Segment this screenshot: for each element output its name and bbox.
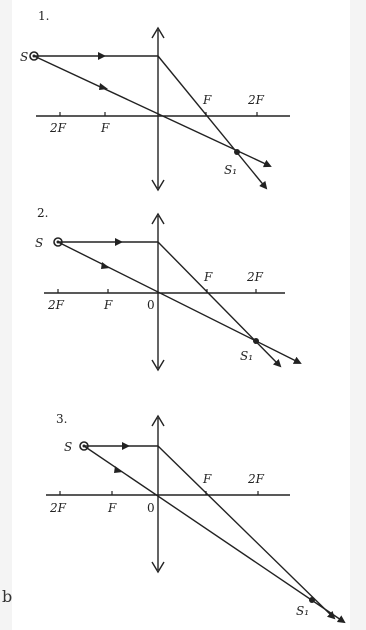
source-label: S [64, 440, 72, 454]
image-label: S₁ [240, 349, 253, 363]
source-label: S [35, 236, 43, 250]
label-right-f: F [202, 472, 212, 486]
central-ray [33, 55, 272, 168]
image-point [309, 597, 315, 603]
source-point-center [32, 54, 36, 58]
image-point [253, 338, 259, 344]
diagram-2: 2. S S₁ 2F F 0 F 2F [35, 206, 302, 372]
label-left-f: F [107, 501, 117, 515]
lens-top-arrow [151, 414, 165, 427]
lens-bottom-arrow [151, 179, 165, 192]
ray-arrow [99, 83, 108, 90]
source-point [29, 51, 39, 61]
source-point-center [56, 240, 60, 244]
label-left-2f: 2F [49, 501, 67, 515]
image-point [234, 149, 240, 155]
lens-bottom-arrow [151, 359, 165, 372]
image-label: S₁ [296, 604, 309, 618]
central-ray [57, 241, 302, 364]
refracted-ray [157, 55, 268, 190]
label-left-f: F [103, 298, 113, 312]
label-origin: 0 [147, 298, 155, 312]
diagram-number: 1. [38, 9, 49, 23]
refracted-ray [157, 241, 282, 368]
label-left-2f: 2F [49, 121, 67, 135]
ray-arrow [101, 262, 110, 269]
lens-top-arrow [151, 212, 165, 225]
label-right-2f: 2F [247, 93, 265, 107]
central-ray [83, 445, 346, 624]
source-point [53, 237, 63, 247]
label-right-2f: 2F [246, 270, 264, 284]
source-point-center [82, 444, 86, 448]
refracted-ray [157, 445, 336, 620]
page-edge-glyph: b [2, 587, 13, 606]
label-right-f: F [202, 93, 212, 107]
ray-arrow [98, 52, 106, 60]
source-point [79, 441, 89, 451]
ray-arrow [115, 238, 123, 246]
label-left-2f: 2F [47, 298, 65, 312]
image-label: S₁ [224, 163, 237, 177]
lens-top-arrow [151, 26, 165, 39]
diagram-3: 3. S S₁ 2F F 0 F 2F [46, 412, 346, 624]
label-left-f: F [100, 121, 110, 135]
diagram-1: 1. S S₁ 2F [20, 9, 290, 192]
label-right-2f: 2F [247, 472, 265, 486]
diagram-number: 3. [56, 412, 67, 426]
diagram-number: 2. [37, 206, 48, 220]
lens-bottom-arrow [151, 561, 165, 574]
label-right-f: F [203, 270, 213, 284]
source-label: S [20, 50, 28, 64]
ray-arrow [122, 442, 130, 450]
paper [12, 0, 350, 630]
ray-arrow [114, 466, 123, 473]
label-origin: 0 [147, 501, 155, 515]
